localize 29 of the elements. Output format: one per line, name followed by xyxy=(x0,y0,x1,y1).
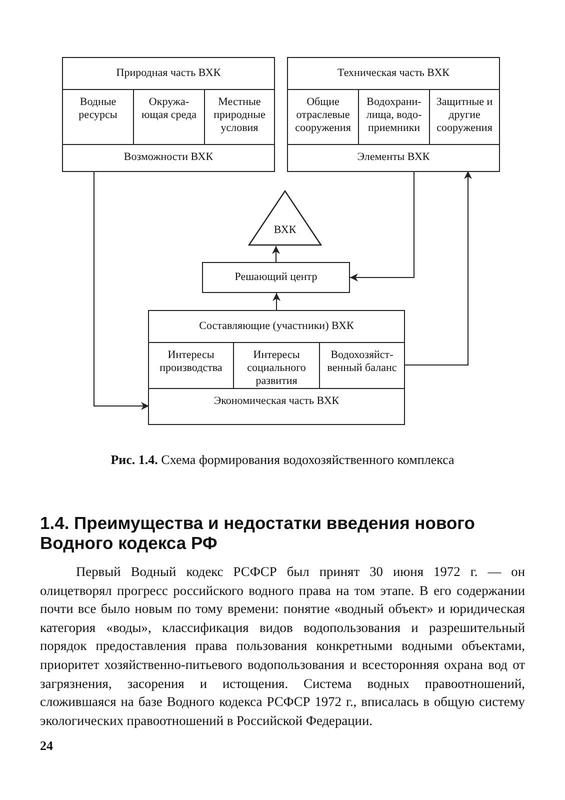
table-cell: Водохозяйст- венный баланс xyxy=(320,342,404,388)
table-cell: Элементы ВХК xyxy=(288,144,499,171)
group-heading: Техническая часть ВХК xyxy=(336,67,450,80)
arrow xyxy=(272,292,280,310)
triangle-label: ВХК xyxy=(272,224,298,237)
table-cell: Водные ресурсы xyxy=(63,89,134,144)
group-box xyxy=(62,57,275,172)
page-number: 24 xyxy=(40,738,53,754)
arrow xyxy=(350,170,414,282)
paragraph: Первый Водный кодекс РСФСР был принят 30 июня 1972 г. — он олицетворял прогресс российского водного права на том этапе. В его содержании почти все было новым по тому времени: понятие «водный объект» и юридическая категория «воды», классификация видов водопользования и разрешительный порядок предоставления права пользования конкретными водными объектами, приоритет хозяйственно-питьевого водопользования и всесторонняя охрана вод от загрязнения, засорения и истощения. Система водных правоотношений, сложившаяся на базе Водного кодекса РСФСР 1972 г., вписалась в общую систему экологических правоотношений в Российской Федерации. xyxy=(40,563,525,730)
arrow xyxy=(272,246,280,262)
arrow xyxy=(404,170,472,366)
group-box xyxy=(148,310,405,425)
table-cell: Интересы производства xyxy=(149,342,234,388)
table-cell: Возможности ВХК xyxy=(63,144,274,171)
table-cell: Защитные и другие сооружения xyxy=(430,89,499,144)
table-cell: Экономическая часть ВХК xyxy=(149,388,404,424)
heading: 1.4. Преимущества и недостатки введения нового Водного кодекса РФ xyxy=(40,513,476,553)
figure-caption: Рис. 1.4. Схема формирования водохозяйственного комплекса xyxy=(110,452,456,468)
group-box xyxy=(287,57,500,172)
group-heading: Составляющие (участники) ВХК xyxy=(198,320,355,333)
table-cell: Водохрани- лища, водо- приемники xyxy=(359,89,430,144)
table-cell: Окружа- ющая среда xyxy=(134,89,205,144)
arrow xyxy=(94,170,150,410)
group-heading: Природная часть ВХК xyxy=(115,67,222,80)
table-cell: Местные природные условия xyxy=(205,89,274,144)
table-cell: Общие отраслевые сооружения xyxy=(288,89,359,144)
process-box: Решающий центр xyxy=(202,262,350,293)
table-cell: Интересы социального развития xyxy=(234,342,320,388)
